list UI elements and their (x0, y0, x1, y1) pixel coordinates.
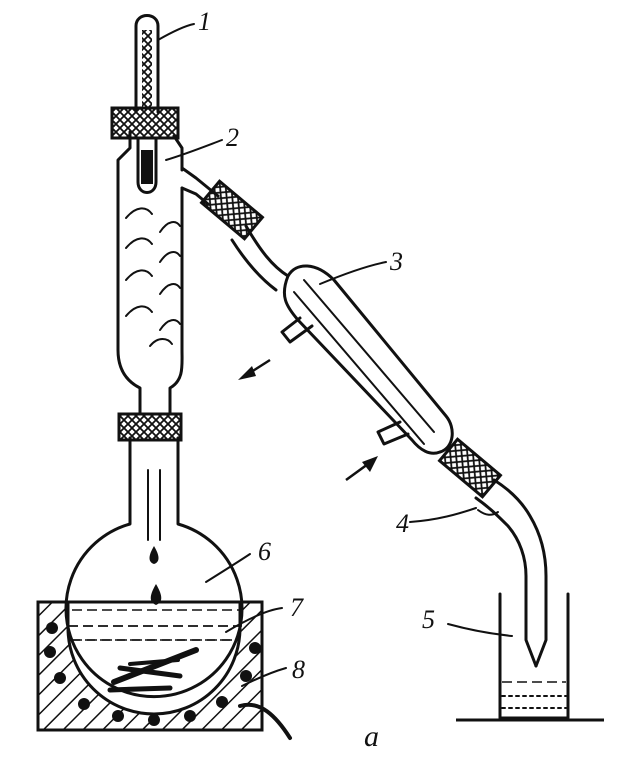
water-out-arrow (238, 358, 271, 380)
round-bottom-flask (64, 436, 244, 699)
adapter-stopper (437, 437, 503, 499)
water-inlet (376, 420, 410, 446)
lower-stopper (117, 412, 183, 442)
receiver-adapter (474, 478, 548, 668)
boiling-chips (107, 647, 199, 693)
label-5: 5 (422, 605, 435, 634)
label-2: 2 (226, 123, 239, 152)
fractionating-column (116, 130, 184, 416)
water-outlet (280, 316, 314, 344)
condenser-stopper (199, 179, 265, 241)
condensate-drop (149, 546, 159, 564)
label-8: 8 (292, 655, 305, 684)
label-6: 6 (258, 537, 271, 566)
thermometer (134, 14, 160, 194)
leader-lines (157, 23, 513, 687)
condensate-drop (150, 584, 162, 605)
label-7: 7 (290, 593, 304, 622)
label-4: 4 (396, 509, 409, 538)
water-in-arrow (345, 456, 378, 482)
upper-stopper (110, 106, 180, 140)
heating-coil (44, 622, 261, 726)
label-3: 3 (389, 247, 403, 276)
subfigure-label: a (364, 720, 379, 753)
liebig-condenser (230, 224, 454, 455)
heater-cord (238, 702, 292, 740)
label-1: 1 (198, 7, 211, 36)
receiving-beaker (498, 592, 570, 720)
